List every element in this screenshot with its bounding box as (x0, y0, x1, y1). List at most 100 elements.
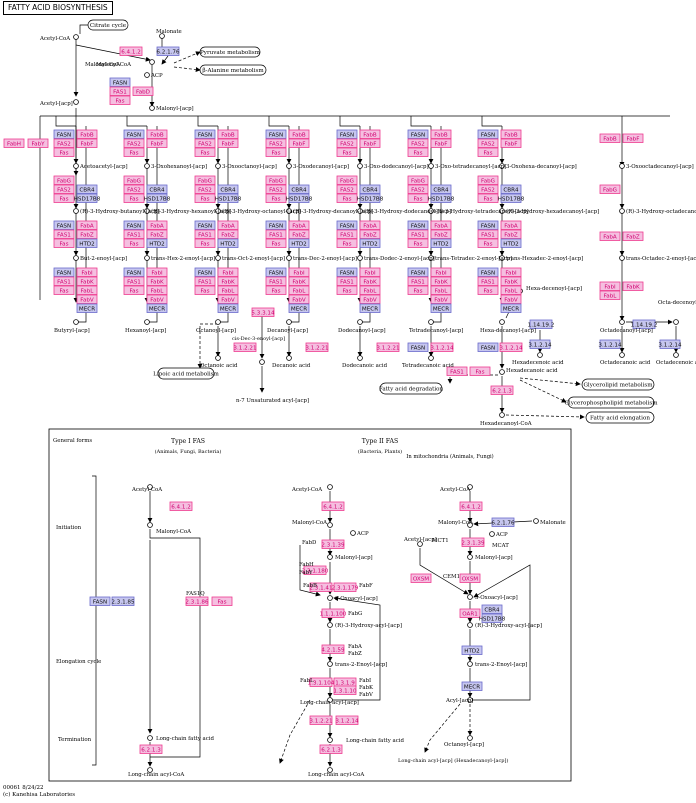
cbr4-enzyme-box[interactable]: CBR4 (500, 184, 522, 194)
fas2-enzyme-box[interactable]: FAS2 (123, 138, 145, 148)
fasn-enzyme-box[interactable]: FASN (194, 267, 216, 277)
fas1-enzyme-box[interactable]: FAS1 (336, 276, 358, 286)
fasn-enzyme-box[interactable]: FASN (336, 220, 358, 230)
fas2-enzyme-box[interactable]: FAS2 (407, 138, 429, 148)
fas1-enzyme-box[interactable]: FAS1 (265, 276, 287, 286)
compound-node[interactable] (215, 319, 221, 325)
compound-node[interactable] (499, 163, 505, 169)
cbr4-enzyme-box[interactable]: CBR4 (288, 184, 310, 194)
hsd17b8-enzyme-box[interactable]: HSD17B8 (74, 193, 101, 203)
fas2-enzyme-box[interactable]: FAS2 (477, 138, 499, 148)
fabf-enzyme-box[interactable]: FabF (359, 138, 381, 148)
fas2-enzyme-box[interactable]: FAS2 (336, 138, 358, 148)
fas-enzyme-box[interactable]: Fas (407, 285, 429, 295)
fasn-enzyme-box[interactable]: FASN (336, 267, 358, 277)
compound-node[interactable] (327, 737, 333, 743)
hsd17b8-enzyme-box[interactable]: HSD17B8 (215, 193, 242, 203)
fas-enzyme-box[interactable]: Fas (477, 193, 499, 203)
fabh-enzyme-box[interactable]: FabH (3, 138, 25, 148)
compound-node[interactable] (144, 208, 150, 214)
e13110-enzyme-box[interactable]: 1.3.1.10 (333, 685, 357, 695)
compound-node[interactable] (73, 208, 79, 214)
e6213-enzyme-box[interactable]: 6.2.1.3 (139, 744, 163, 754)
fas2-enzyme-box[interactable]: FAS2 (123, 184, 145, 194)
fasn-enzyme-box[interactable]: FASN (123, 267, 145, 277)
compound-node[interactable] (149, 59, 155, 65)
fabi-enzyme-box[interactable]: FabI (217, 267, 239, 277)
fasn-enzyme-box[interactable]: FASN (407, 129, 429, 139)
fas-enzyme-box[interactable]: Fas (211, 596, 233, 606)
compound-node[interactable] (147, 767, 153, 773)
compound-node[interactable] (467, 735, 473, 741)
compound-node[interactable] (499, 369, 505, 375)
compound-node[interactable] (467, 554, 473, 560)
compound-node[interactable] (327, 661, 333, 667)
fabl-enzyme-box[interactable]: FabL (76, 285, 98, 295)
compound-node[interactable] (417, 541, 423, 547)
fasn-enzyme-box[interactable]: FASN (89, 596, 111, 606)
fa-elongation-map-link[interactable]: Fatty acid elongation (585, 411, 655, 424)
fas-enzyme-box[interactable]: Fas (53, 193, 75, 203)
oxsm-enzyme-box[interactable]: OXSM (459, 573, 481, 583)
fabg-enzyme-box[interactable]: FabG (477, 175, 499, 185)
faba-enzyme-box[interactable]: FabA (288, 220, 310, 230)
fas-enzyme-box[interactable]: Fas (194, 285, 216, 295)
compound-node[interactable] (357, 163, 363, 169)
fasn-enzyme-box[interactable]: FASN (109, 77, 131, 87)
fasn-enzyme-box[interactable]: FASN (265, 220, 287, 230)
fabg-enzyme-box[interactable]: FabG (194, 175, 216, 185)
e31214-enzyme-box[interactable]: 3.1.2.14 (658, 339, 682, 349)
fabb-enzyme-box[interactable]: FabB (359, 129, 381, 139)
fas1-enzyme-box[interactable]: FAS1 (407, 229, 429, 239)
e31221-enzyme-box[interactable]: 3.1.2.21 (376, 342, 400, 352)
compound-node[interactable] (73, 34, 79, 40)
e31214-enzyme-box[interactable]: 3.1.2.14 (335, 715, 359, 725)
hsd17b8-enzyme-box[interactable]: HSD17B8 (498, 193, 525, 203)
e23139-enzyme-box[interactable]: 2.3.1.39 (321, 539, 345, 549)
compound-node[interactable] (499, 412, 505, 418)
compound-node[interactable] (73, 99, 79, 105)
fabz-enzyme-box[interactable]: FabZ (430, 229, 452, 239)
e23139-enzyme-box[interactable]: 2.3.1.39 (461, 537, 485, 547)
mecr-enzyme-box[interactable]: MECR (430, 303, 452, 313)
e1319-enzyme-box[interactable]: 1.3.1.9 (333, 677, 357, 687)
e6213-enzyme-box[interactable]: 6.2.1.3 (319, 744, 343, 754)
fabk-enzyme-box[interactable]: FabK (146, 276, 168, 286)
hsd17b8-enzyme-box[interactable]: HSD17B8 (144, 193, 171, 203)
fabk-enzyme-box[interactable]: FabK (359, 276, 381, 286)
compound-node[interactable] (144, 319, 150, 325)
fas1-enzyme-box[interactable]: FAS1 (477, 276, 499, 286)
fabv-enzyme-box[interactable]: FabV (217, 294, 239, 304)
fasn-enzyme-box[interactable]: FASN (407, 342, 429, 352)
fabb-enzyme-box[interactable]: FabB (76, 129, 98, 139)
fas-enzyme-box[interactable]: Fas (336, 285, 358, 295)
compound-node[interactable] (259, 359, 265, 365)
fabl-enzyme-box[interactable]: FabL (288, 285, 310, 295)
fas2-enzyme-box[interactable]: FAS2 (477, 184, 499, 194)
fabf-enzyme-box[interactable]: FabF (288, 138, 310, 148)
fabg-enzyme-box[interactable]: FabG (265, 175, 287, 185)
fas-enzyme-box[interactable]: Fas (123, 193, 145, 203)
fabk-enzyme-box[interactable]: FabK (217, 276, 239, 286)
fabf-enzyme-box[interactable]: FabF (76, 138, 98, 148)
fabv-enzyme-box[interactable]: FabV (430, 294, 452, 304)
fas-enzyme-box[interactable]: Fas (336, 193, 358, 203)
fas-enzyme-box[interactable]: Fas (194, 238, 216, 248)
fabz-enzyme-box[interactable]: FabZ (146, 229, 168, 239)
compound-node[interactable] (467, 594, 473, 600)
fabv-enzyme-box[interactable]: FabV (146, 294, 168, 304)
compound-node[interactable] (327, 522, 333, 528)
fabi-enzyme-box[interactable]: FabI (599, 281, 621, 291)
compound-node[interactable] (467, 522, 473, 528)
compound-node[interactable] (357, 355, 363, 361)
fas2-enzyme-box[interactable]: FAS2 (336, 184, 358, 194)
fasn-enzyme-box[interactable]: FASN (477, 129, 499, 139)
fas1-enzyme-box[interactable]: FAS1 (123, 229, 145, 239)
fas-enzyme-box[interactable]: Fas (265, 238, 287, 248)
htd2-enzyme-box[interactable]: HTD2 (146, 238, 168, 248)
fabb-enzyme-box[interactable]: FabB (146, 129, 168, 139)
fas1-enzyme-box[interactable]: FAS1 (265, 229, 287, 239)
fas2-enzyme-box[interactable]: FAS2 (53, 138, 75, 148)
faba-enzyme-box[interactable]: FabA (500, 220, 522, 230)
fasn-enzyme-box[interactable]: FASN (194, 129, 216, 139)
